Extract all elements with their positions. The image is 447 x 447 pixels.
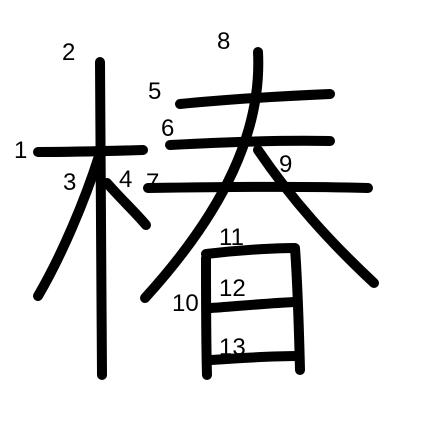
stroke-11 bbox=[201, 243, 305, 375]
stroke-label-12: 12 bbox=[219, 275, 246, 302]
stroke-label-3: 3 bbox=[63, 169, 76, 196]
stroke-13 bbox=[206, 351, 303, 365]
stroke-1 bbox=[33, 145, 148, 157]
stroke-label-2: 2 bbox=[62, 39, 75, 66]
stroke-9 bbox=[253, 145, 379, 288]
stroke-label-13: 13 bbox=[219, 334, 246, 361]
stroke-label-11: 11 bbox=[219, 224, 244, 251]
stroke-3 bbox=[33, 151, 104, 301]
stroke-label-1: 1 bbox=[14, 137, 27, 164]
stroke-12 bbox=[206, 297, 301, 313]
stroke-2 bbox=[95, 57, 107, 380]
stroke-8 bbox=[140, 47, 264, 303]
stroke-label-9: 9 bbox=[279, 151, 292, 178]
stroke-label-10: 10 bbox=[172, 290, 199, 317]
stroke-label-7: 7 bbox=[146, 169, 159, 196]
stroke-label-6: 6 bbox=[161, 115, 174, 142]
stroke-7 bbox=[143, 181, 373, 193]
stroke-label-4: 4 bbox=[119, 166, 132, 193]
stroke-6 bbox=[165, 135, 335, 150]
stroke-label-8: 8 bbox=[217, 28, 230, 55]
kanji-strokes bbox=[33, 47, 379, 380]
stroke-label-5: 5 bbox=[148, 78, 161, 105]
stroke-10 bbox=[201, 253, 212, 380]
stroke-4 bbox=[102, 178, 151, 230]
stroke-number-labels: 1 2 3 4 5 6 7 8 9 10 11 12 13 bbox=[14, 28, 292, 361]
